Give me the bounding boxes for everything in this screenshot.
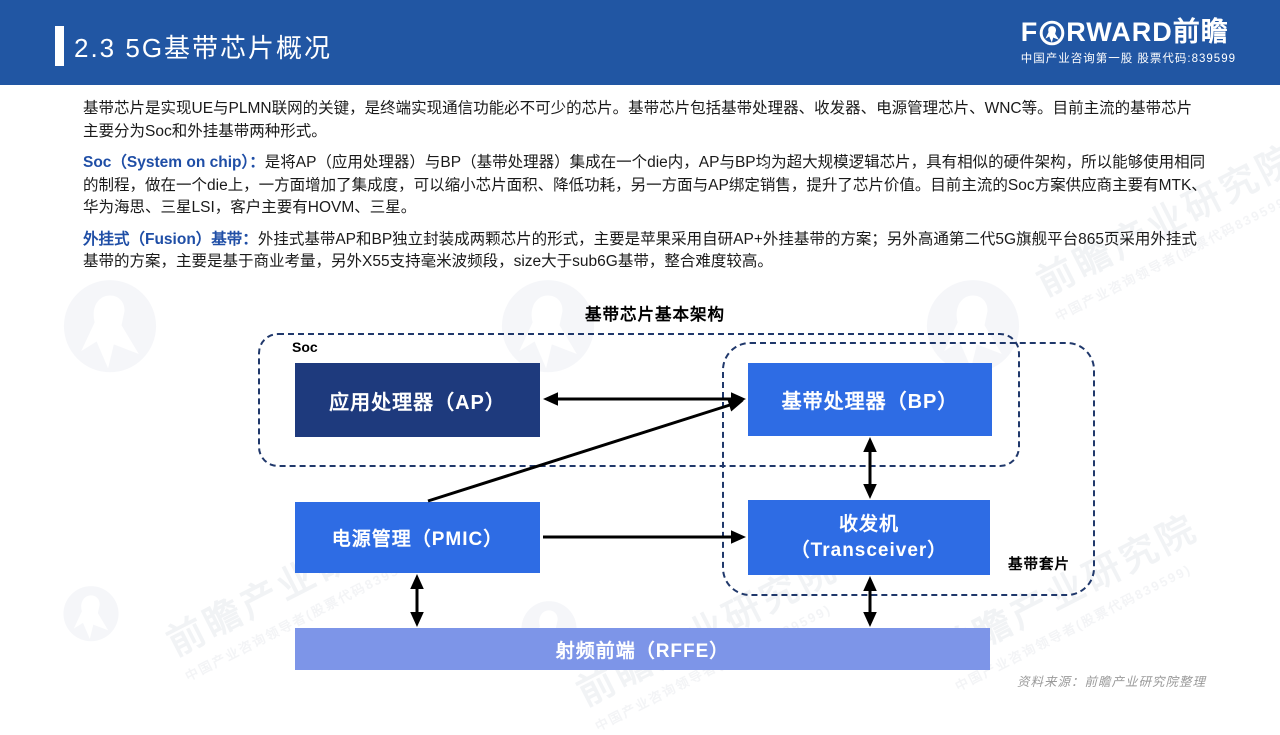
logo-subtitle: 中国产业咨询第一股 股票代码:839599 [1020,53,1236,65]
title-accent-bar [55,26,64,66]
logo-letters-rward: RWARD [1066,17,1173,47]
source-note: 资料来源：前瞻产业研究院整理 [1016,675,1206,689]
paragraph-body: 是将AP（应用处理器）与BP（基带处理器）集成在一个die内，AP与BP均为超大… [83,154,1207,216]
logo-cn: 前瞻 [1172,17,1229,47]
chipset-group-label: 基带套片 [1008,557,1070,573]
bp-box-label: 基带处理器（BP） [781,391,959,413]
body-text: 基带芯片是实现UE与PLMN联网的关键，是终端实现通信功能必不可少的芯片。基带芯… [83,98,1207,283]
page-title: 2.3 5G基带芯片概况 [74,33,333,63]
paragraph-lead: 外挂式（Fusion）基带： [83,230,258,248]
rffe-box: 射频前端（RFFE） [295,628,990,670]
watermark-logo-icon [63,280,157,373]
paragraph-soc: Soc（System on chip）：是将AP（应用处理器）与BP（基带处理器… [83,152,1207,220]
paragraph-fusion: 外挂式（Fusion）基带：外挂式基带AP和BP独立封装成两颗芯片的形式，主要是… [83,229,1207,274]
logo-letter-f: F [1020,17,1039,47]
rffe-box-label: 射频前端（RFFE） [555,640,730,662]
pmic-box: 电源管理（PMIC） [295,502,540,573]
bp-box: 基带处理器（BP） [748,363,992,436]
paragraph-body: 外挂式基带AP和BP独立封装成两颗芯片的形式，主要是苹果采用自研AP+外挂基带的… [83,230,1197,271]
soc-group-label: Soc [292,339,318,355]
paragraph-intro: 基带芯片是实现UE与PLMN联网的关键，是终端实现通信功能必不可少的芯片。基带芯… [83,98,1207,143]
ap-box: 应用处理器（AP） [295,363,540,437]
paragraph-body: 基带芯片是实现UE与PLMN联网的关键，是终端实现通信功能必不可少的芯片。基带芯… [83,100,1193,140]
diagram-title: 基带芯片基本架构 [585,306,725,324]
watermark-logo-icon [63,586,119,642]
logo-o-icon [1039,20,1065,46]
pmic-box-label: 电源管理（PMIC） [331,529,504,550]
transceiver-box: 收发机 （Transceiver） [748,500,990,575]
paragraph-lead: Soc（System on chip）： [83,154,265,171]
transceiver-box-label-line2: （Transceiver） [790,539,948,561]
ap-box-label: 应用处理器（AP） [329,391,506,414]
transceiver-box-label-line1: 收发机 [838,513,899,535]
